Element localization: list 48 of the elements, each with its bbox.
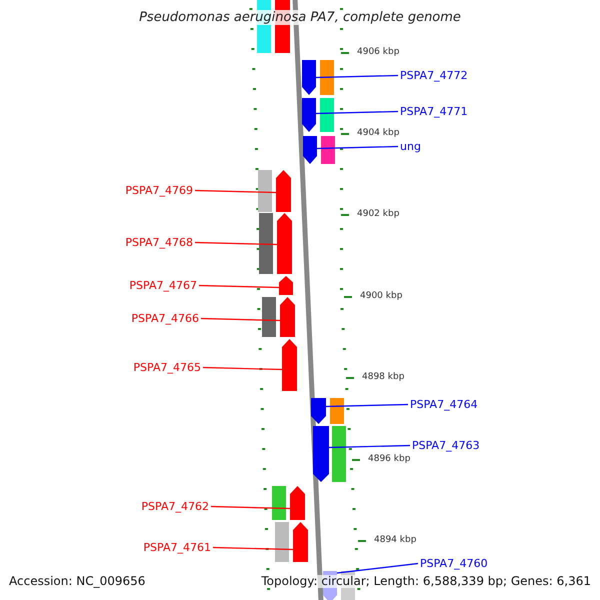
leader-line bbox=[194, 242, 278, 246]
gene-label: PSPA7_4765 bbox=[133, 361, 201, 374]
gene-feature bbox=[311, 398, 326, 424]
gene-feature bbox=[293, 522, 308, 562]
gene-label: PSPA7_4771 bbox=[400, 105, 468, 118]
gene-feature bbox=[290, 486, 305, 520]
gene-feature bbox=[279, 276, 293, 295]
gene-label: PSPA7_4762 bbox=[141, 500, 209, 513]
accession-text: Accession: NC_009656 bbox=[9, 575, 146, 588]
position-label: 4894 kbp bbox=[374, 535, 416, 545]
position-label: 4904 kbp bbox=[357, 128, 400, 138]
position-label: 4898 kbp bbox=[362, 372, 404, 382]
leader-line bbox=[316, 74, 398, 78]
genome-summary-text: Topology: circular; Length: 6,588,339 bp; Genes: 6,361 bbox=[261, 575, 591, 588]
gene-feature bbox=[303, 136, 317, 164]
gene-label: ung bbox=[400, 140, 421, 153]
position-label: 4906 kbp bbox=[357, 47, 400, 57]
gene-feature bbox=[277, 213, 292, 274]
leader-line bbox=[202, 366, 282, 370]
gene-feature bbox=[276, 170, 291, 212]
leader-line bbox=[316, 146, 398, 150]
gene-feature bbox=[282, 339, 297, 391]
position-label: 4896 kbp bbox=[368, 454, 410, 464]
gene-label: PSPA7_4772 bbox=[400, 69, 468, 82]
leader-line bbox=[326, 404, 408, 408]
gene-label: PSPA7_4768 bbox=[125, 236, 193, 249]
leader-line bbox=[212, 546, 294, 550]
leader-line bbox=[198, 284, 280, 288]
gene-label: PSPA7_4769 bbox=[125, 184, 193, 197]
gene-feature bbox=[280, 297, 295, 337]
gene-label: PSPA7_4764 bbox=[410, 398, 478, 411]
gene-label: PSPA7_4767 bbox=[129, 279, 197, 292]
gene-feature bbox=[302, 98, 316, 132]
gene-feature bbox=[313, 426, 329, 482]
leader-line bbox=[194, 190, 276, 194]
leader-line bbox=[316, 110, 398, 114]
gene-label: PSPA7_4763 bbox=[412, 439, 480, 452]
gene-label: PSPA7_4761 bbox=[143, 541, 211, 554]
gene-label: PSPA7_4766 bbox=[131, 312, 199, 325]
position-label: 4900 kbp bbox=[360, 291, 402, 301]
leader-line bbox=[200, 318, 280, 322]
leader-line bbox=[336, 562, 418, 574]
position-label: 4902 kbp bbox=[357, 209, 400, 219]
diagram-title: Pseudomonas aeruginosa PA7, complete genome bbox=[139, 10, 461, 25]
gene-feature bbox=[302, 60, 316, 95]
leader-line bbox=[210, 506, 290, 510]
leader-line bbox=[328, 444, 410, 448]
gene-label: PSPA7_4760 bbox=[420, 557, 488, 570]
